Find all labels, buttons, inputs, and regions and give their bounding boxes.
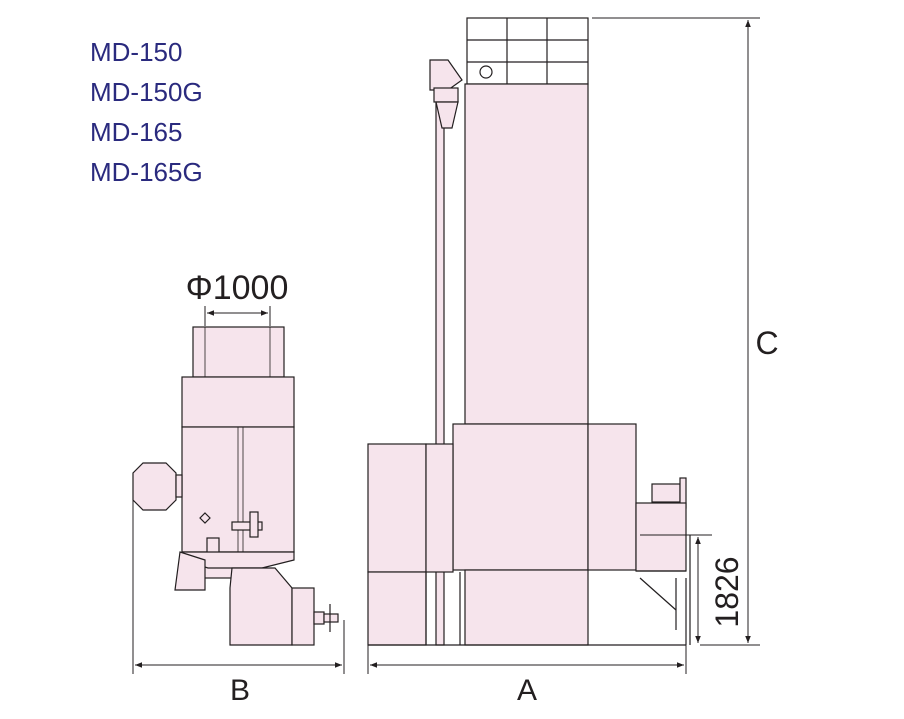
width-label: B: [230, 674, 250, 707]
length-label: A: [517, 674, 537, 707]
model-name: MD-165: [90, 117, 183, 147]
height-label: C: [755, 325, 778, 361]
model-name: MD-165G: [90, 157, 203, 187]
hopper-height-label: 1826: [709, 556, 745, 627]
front-view: [367, 17, 691, 646]
diameter-label: Φ1000: [186, 269, 289, 307]
length-dimension: [367, 645, 687, 674]
model-list: MD-150 MD-150G MD-165 MD-165G: [90, 32, 203, 192]
model-name: MD-150G: [90, 77, 203, 107]
diameter-dimension: [204, 306, 271, 326]
hopper-height-dimension: [640, 534, 712, 643]
model-name: MD-150: [90, 37, 183, 67]
height-dimension: [592, 17, 760, 646]
side-view: [132, 326, 339, 646]
width-dimension: [132, 500, 345, 674]
